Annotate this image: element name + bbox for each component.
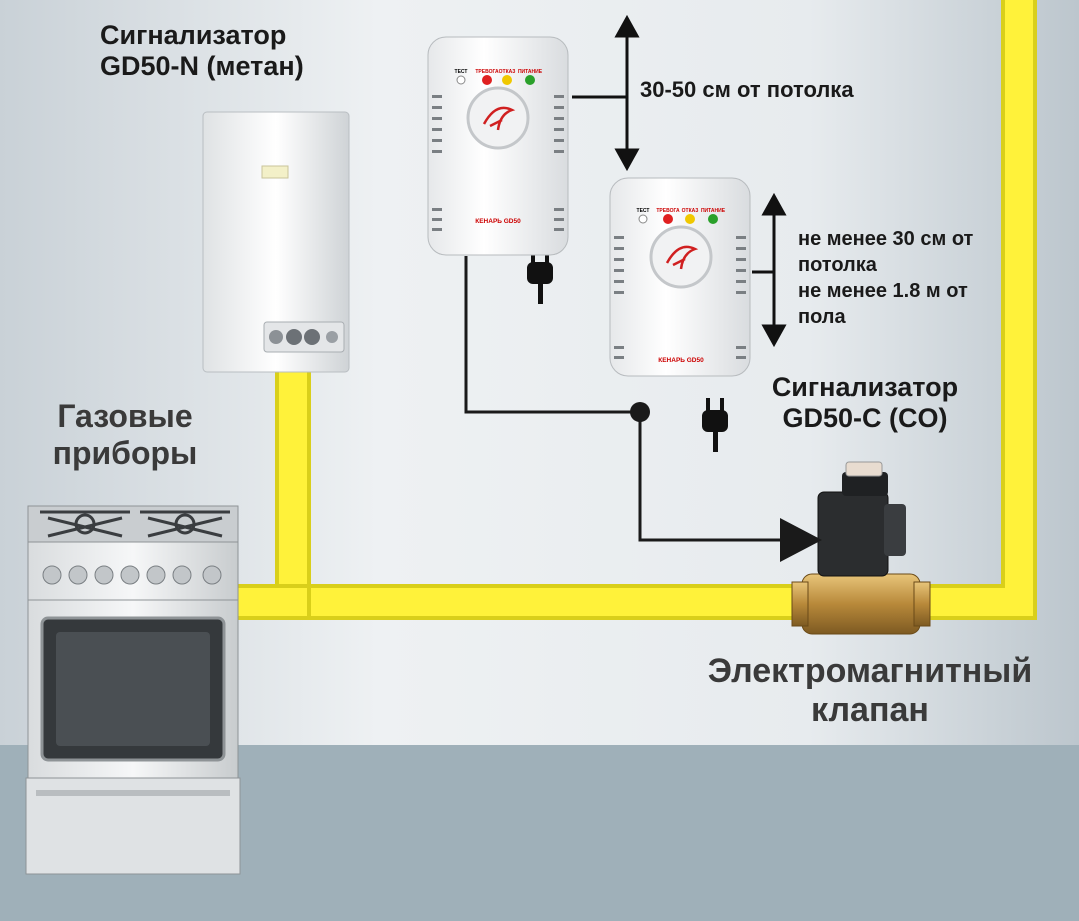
stove-knobs	[42, 565, 222, 585]
led-alarm	[663, 214, 673, 224]
indicator-label-power: ПИТАНИЕ	[701, 208, 726, 214]
plug-icon	[527, 250, 553, 304]
device-brand-label: КЕНАРЬ GD50	[475, 218, 521, 225]
requirement-line: не менее 1.8 м от	[798, 280, 968, 302]
led-test	[638, 214, 648, 224]
gas-pipe	[222, 0, 1037, 620]
vent-slots	[614, 236, 746, 359]
requirement-line: не менее 30 см от	[798, 228, 974, 250]
label-height-requirements: не менее 30 см от потолка не менее 1.8 м…	[798, 226, 1058, 330]
indicator-label-fault: ОТКАЗ	[682, 208, 699, 214]
vent-slots	[432, 95, 564, 231]
label-detector-co: Сигнализатор GD50-C (CO)	[771, 372, 959, 434]
plug-icon	[702, 398, 728, 452]
indicator-label-alarm: ТРЕВОГА	[475, 69, 499, 75]
requirement-line: потолка	[798, 254, 877, 276]
detector-methane: ТЕСТ ТРЕВОГА ОТКАЗ ПИТАНИЕ КЕНАРЬ GD50	[427, 36, 569, 256]
indicator-label-power: ПИТАНИЕ	[518, 69, 543, 75]
indicator-label-test: ТЕСТ	[455, 69, 468, 75]
requirement-line: пола	[798, 306, 846, 328]
indicator-label-fault: ОТКАЗ	[499, 69, 516, 75]
sensor-dome	[466, 86, 530, 150]
cable-junction	[630, 402, 650, 422]
gas-boiler	[202, 111, 350, 373]
burner-grates	[40, 510, 230, 538]
label-detector-methane-text: Сигнализатор GD50-N (метан)	[100, 20, 304, 82]
led-test	[456, 75, 466, 85]
logo-bird-icon	[665, 245, 699, 270]
ceiling-distance-arrow	[572, 14, 640, 172]
label-solenoid-valve: Электромагнитный клапан	[707, 652, 1033, 730]
detector-co: ТЕСТ ТРЕВОГА ОТКАЗ ПИТАНИЕ КЕНАРЬ GD50	[609, 177, 751, 377]
led-alarm	[482, 75, 492, 85]
sensor-dome	[649, 225, 713, 289]
led-power	[525, 75, 535, 85]
led-fault	[502, 75, 512, 85]
solenoid-valve	[791, 461, 931, 635]
height-requirement-arrow	[752, 192, 787, 348]
logo-bird-icon	[482, 106, 516, 131]
led-power	[708, 214, 718, 224]
indicator-label-test: ТЕСТ	[637, 208, 650, 214]
device-brand-label: КЕНАРЬ GD50	[658, 357, 704, 364]
indicator-label-alarm: ТРЕВОГА	[656, 208, 680, 214]
signal-cables	[464, 256, 790, 542]
led-fault	[685, 214, 695, 224]
label-gas-appliances: Газовые приборы	[52, 398, 198, 471]
arrow-icon	[780, 518, 822, 562]
label-ceiling-distance: 30-50 см от потолка	[640, 77, 854, 102]
label-detector-methane: Сигнализатор GD50-N (метан)	[100, 20, 370, 82]
gas-stove	[25, 505, 241, 875]
